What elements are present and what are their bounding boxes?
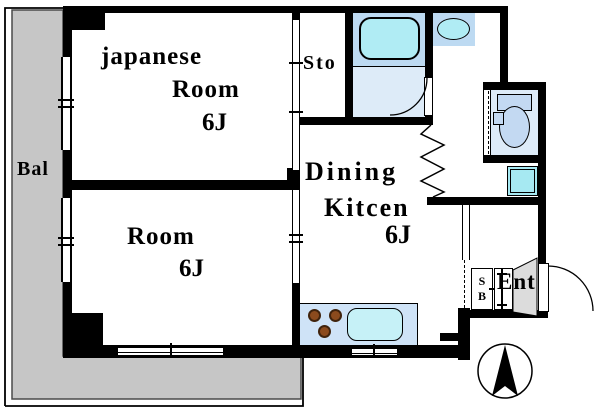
wall-segment bbox=[440, 333, 458, 341]
japanese-room-label: japanese bbox=[101, 43, 203, 70]
bathroom-floor bbox=[353, 67, 425, 117]
stove-burner-icon bbox=[308, 309, 321, 322]
wall-segment bbox=[427, 197, 546, 205]
window-tick bbox=[170, 343, 172, 357]
wall-segment bbox=[425, 115, 433, 125]
japanese-room-size: 6J bbox=[202, 109, 227, 136]
window-tick bbox=[289, 241, 303, 243]
window-tick bbox=[289, 62, 303, 64]
toilet-bowl-icon bbox=[499, 106, 530, 148]
room-label: Room bbox=[127, 223, 195, 250]
wall-segment bbox=[462, 310, 548, 318]
wall-segment bbox=[63, 6, 508, 13]
wall-segment bbox=[483, 155, 546, 163]
shoe-box-label: S bbox=[478, 274, 486, 288]
window bbox=[61, 57, 72, 150]
wall-segment bbox=[425, 6, 433, 78]
window-tick bbox=[58, 106, 74, 108]
wall-segment bbox=[500, 6, 508, 90]
stove-burner-icon bbox=[318, 325, 331, 338]
wall-segment bbox=[63, 6, 72, 57]
wall-segment bbox=[345, 6, 353, 125]
bathtub-icon bbox=[359, 17, 420, 60]
wall-segment bbox=[63, 150, 72, 198]
dining-kitchen-size: 6J bbox=[385, 220, 411, 249]
window-tick bbox=[289, 234, 303, 236]
wall-segment bbox=[538, 82, 546, 265]
wall-segment bbox=[287, 168, 300, 190]
kitchen-sink-icon bbox=[347, 308, 403, 341]
toilet-paper-holder-icon bbox=[493, 112, 504, 125]
sliding-door bbox=[292, 190, 300, 283]
shoe-box-label: B bbox=[477, 289, 486, 303]
wall-segment bbox=[483, 82, 546, 90]
toilet-door bbox=[483, 90, 491, 155]
entrance-label: Ent bbox=[497, 269, 536, 294]
wall-segment bbox=[458, 308, 470, 360]
sliding-door bbox=[292, 20, 300, 170]
window-tick bbox=[289, 111, 303, 113]
wall-segment bbox=[292, 283, 300, 358]
door-swing-dash bbox=[464, 260, 467, 308]
storage-label: Sto bbox=[303, 52, 337, 74]
bath-door-leaf bbox=[424, 77, 433, 116]
balcony-label: Bal bbox=[17, 158, 49, 180]
wall-segment bbox=[63, 282, 72, 317]
wall-segment bbox=[292, 6, 300, 22]
washbasin-icon bbox=[437, 18, 470, 40]
dining-kitchen-label: Dining bbox=[305, 157, 399, 186]
wall-segment bbox=[300, 117, 433, 125]
balcony-railing bbox=[4, 7, 304, 407]
dining-kitchen-label: Kitcen bbox=[324, 193, 410, 222]
room-size: 6J bbox=[179, 255, 204, 282]
window-tick bbox=[373, 344, 375, 358]
stove-burner-icon bbox=[329, 309, 342, 322]
hall-door bbox=[462, 205, 470, 260]
window-tick bbox=[58, 237, 74, 239]
window-tick bbox=[58, 99, 74, 101]
door-handle-tick bbox=[489, 288, 495, 290]
window-tick bbox=[58, 244, 74, 246]
entrance-door-leaf bbox=[538, 263, 549, 312]
japanese-room-label: Room bbox=[172, 76, 240, 103]
wall-segment bbox=[63, 180, 300, 190]
window bbox=[61, 198, 72, 282]
washing-machine-pan-icon bbox=[507, 166, 538, 196]
